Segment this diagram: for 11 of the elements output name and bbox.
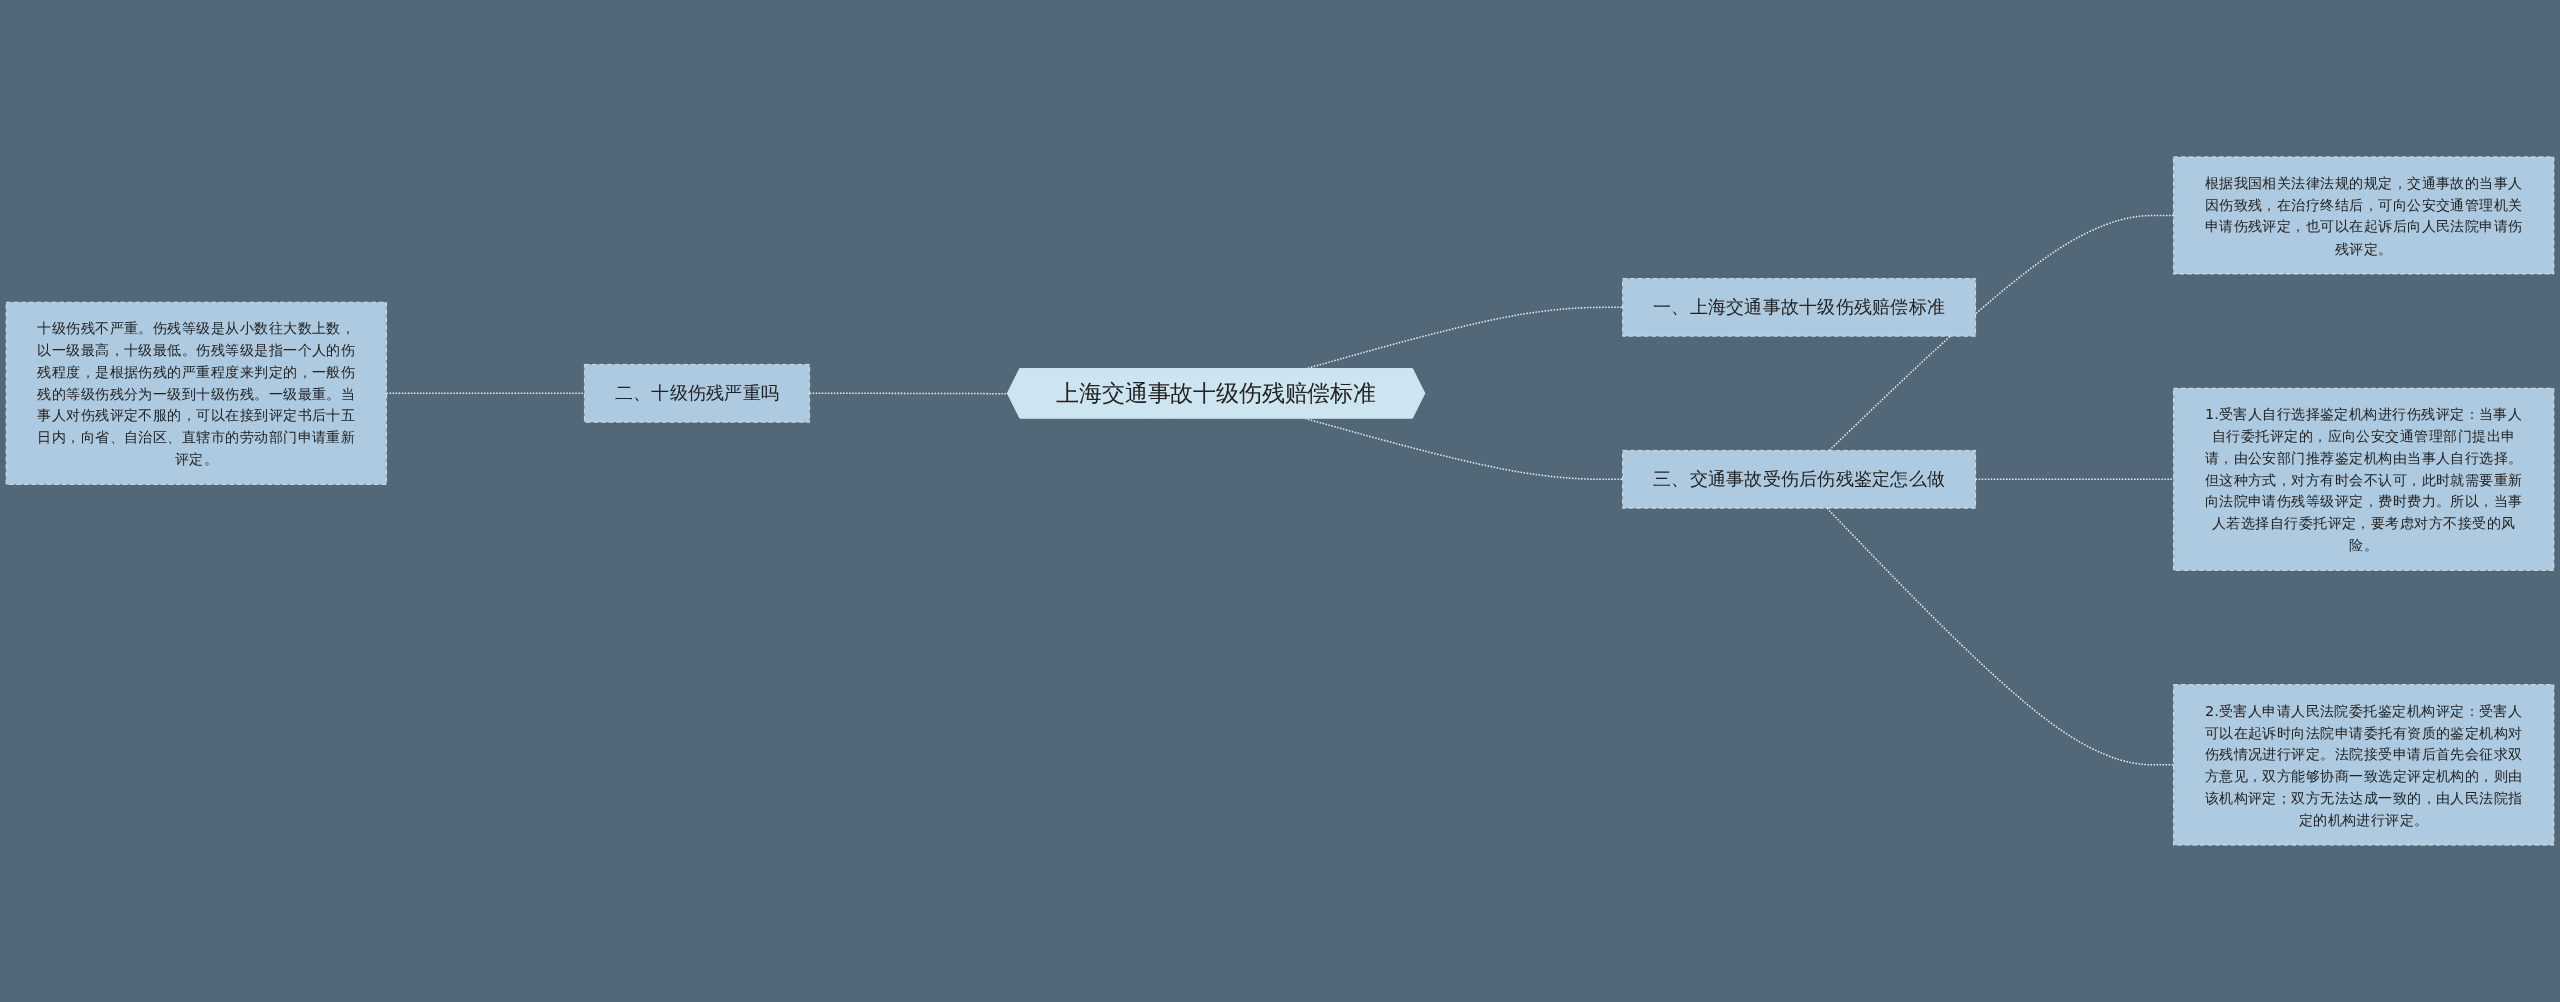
connector [1826,507,2175,766]
node-box: 一、上海交通事故十级伤残赔偿标准 [1622,278,1976,337]
node-box: 1.受害人自行选择鉴定机构进行伤残评定：当事人自行委托评定的，应向公安交通管理部门提出申请，由公安部门推荐鉴定机构由当事人自行选择。但这种方式，对方有时会不认可，此时就需要重新向法院申请伤残等级评定，费时费力。所以，当事人若选择自行委托评定，要考虑对方不接受的风险。 [2173,387,2555,571]
node-box: 二、十级伤残严重吗 [584,364,810,423]
connector [808,392,1009,395]
connector [385,392,586,395]
node-box: 十级伤残不严重。伤残等级是从小数往大数上数，以一级最高，十级最低。伤残等级是指一个人的伤残程度，是根据伤残的严重程度来判定的，一般伤残的等级伤残分为一级到十级伤残。一级最重。当事人对伤残评定不服的，可以在接到评定书后十五日内，向省、自治区、直辖市的劳动部门申请重新评定。 [5,301,387,485]
node-box: 根据我国相关法律法规的规定，交通事故的当事人因伤致残，在治疗终结后，可向公安交通管理机关申请伤残评定，也可以在起诉后向人民法院申请伤残评定。 [2173,156,2555,275]
node-box: 2.受害人申请人民法院委托鉴定机构评定：受害人可以在起诉时向法院申请委托有资质的鉴定机构对伤残情况进行评定。法院接受申请后首先会征求双方意见，双方能够协商一致选定评定机构的，则由该机构评定；双方无法达成一致的，由人民法院指定的机构进行评定。 [2173,684,2555,846]
connector [1974,478,2175,481]
node-box: 三、交通事故受伤后伤残鉴定怎么做 [1622,450,1976,509]
